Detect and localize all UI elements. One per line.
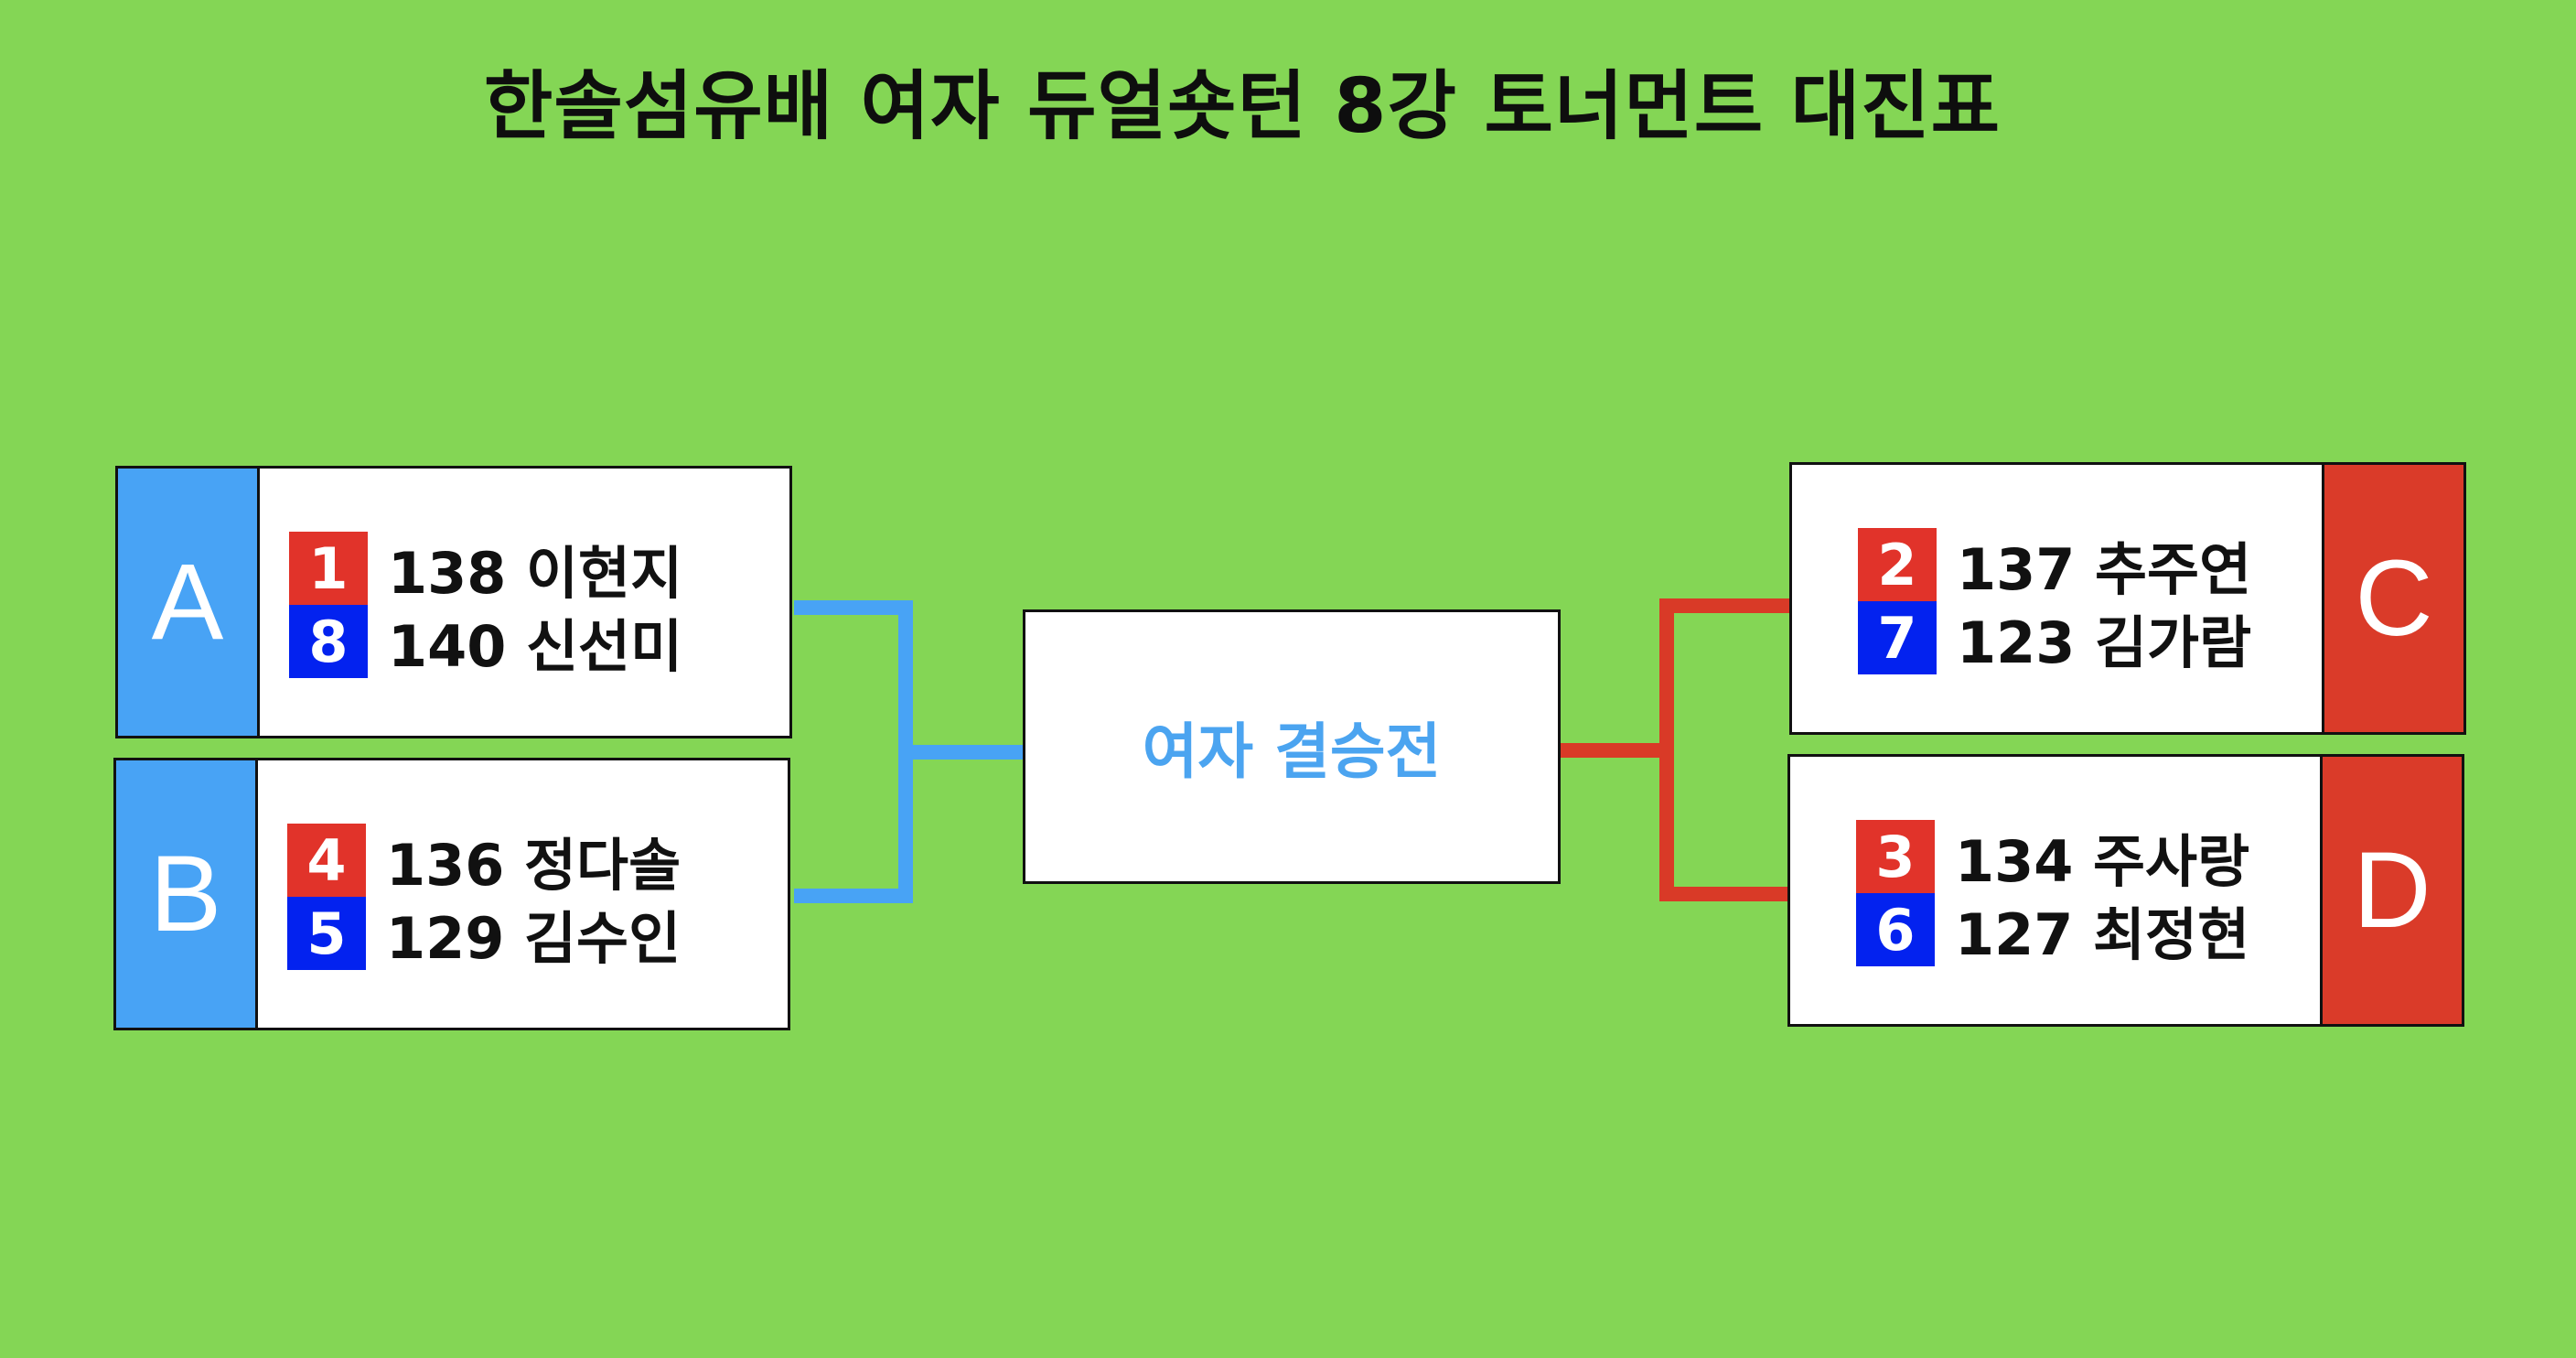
connector-left-final	[898, 745, 1026, 760]
player-name: 123 김가람	[1957, 609, 2252, 676]
seed-badge: 8	[289, 605, 368, 678]
group-d-players: 3 134 주사랑 6 127 최정현	[1856, 820, 2249, 968]
player-name: 134 주사랑	[1955, 828, 2250, 895]
final-match-box: 여자 결승전	[1023, 609, 1561, 884]
group-a-players: 1 138 이현지 8 140 신선미	[289, 532, 682, 680]
seed-badge: 2	[1858, 528, 1937, 601]
group-b-player-bottom: 5 129 김수인	[287, 897, 681, 972]
seed-badge: 6	[1856, 893, 1935, 966]
connector-c	[1659, 598, 1791, 613]
group-d-player-bottom: 6 127 최정현	[1856, 893, 2249, 968]
group-a-box: A 1 138 이현지 8 140 신선미	[115, 466, 792, 738]
group-b-box: B 4 136 정다솔 5 129 김수인	[113, 758, 790, 1030]
connector-d	[1659, 887, 1791, 901]
group-b-players: 4 136 정다솔 5 129 김수인	[287, 824, 681, 972]
group-c-box: C 2 137 추주연 7 123 김가람	[1789, 462, 2466, 735]
group-a-tag: A	[118, 469, 260, 736]
player-name: 129 김수인	[386, 905, 682, 972]
group-d-box: D 3 134 주사랑 6 127 최정현	[1787, 754, 2464, 1027]
group-b-tag: B	[116, 760, 258, 1028]
connector-right-final	[1557, 743, 1674, 758]
group-d-player-top: 3 134 주사랑	[1856, 820, 2249, 895]
seed-badge: 4	[287, 824, 366, 897]
player-name: 140 신선미	[388, 613, 683, 680]
player-name: 138 이현지	[388, 540, 683, 607]
group-a-player-top: 1 138 이현지	[289, 532, 682, 607]
player-name: 136 정다솔	[386, 832, 682, 899]
seed-badge: 3	[1856, 820, 1935, 893]
connector-b	[794, 889, 913, 903]
seed-badge: 1	[289, 532, 368, 605]
seed-badge: 7	[1858, 601, 1937, 674]
group-b-player-top: 4 136 정다솔	[287, 824, 681, 899]
group-d-tag: D	[2320, 757, 2462, 1024]
group-c-tag: C	[2322, 465, 2463, 732]
bracket-title: 한솔섬유배 여자 듀얼숏턴 8강 토너먼트 대진표	[483, 63, 2002, 150]
seed-badge: 5	[287, 897, 366, 970]
group-a-player-bottom: 8 140 신선미	[289, 605, 682, 680]
player-name: 127 최정현	[1955, 901, 2250, 968]
player-name: 137 추주연	[1957, 536, 2252, 603]
group-c-players: 2 137 추주연 7 123 김가람	[1858, 528, 2251, 676]
group-c-player-top: 2 137 추주연	[1858, 528, 2251, 603]
connector-a	[794, 600, 913, 615]
group-c-player-bottom: 7 123 김가람	[1858, 601, 2251, 676]
